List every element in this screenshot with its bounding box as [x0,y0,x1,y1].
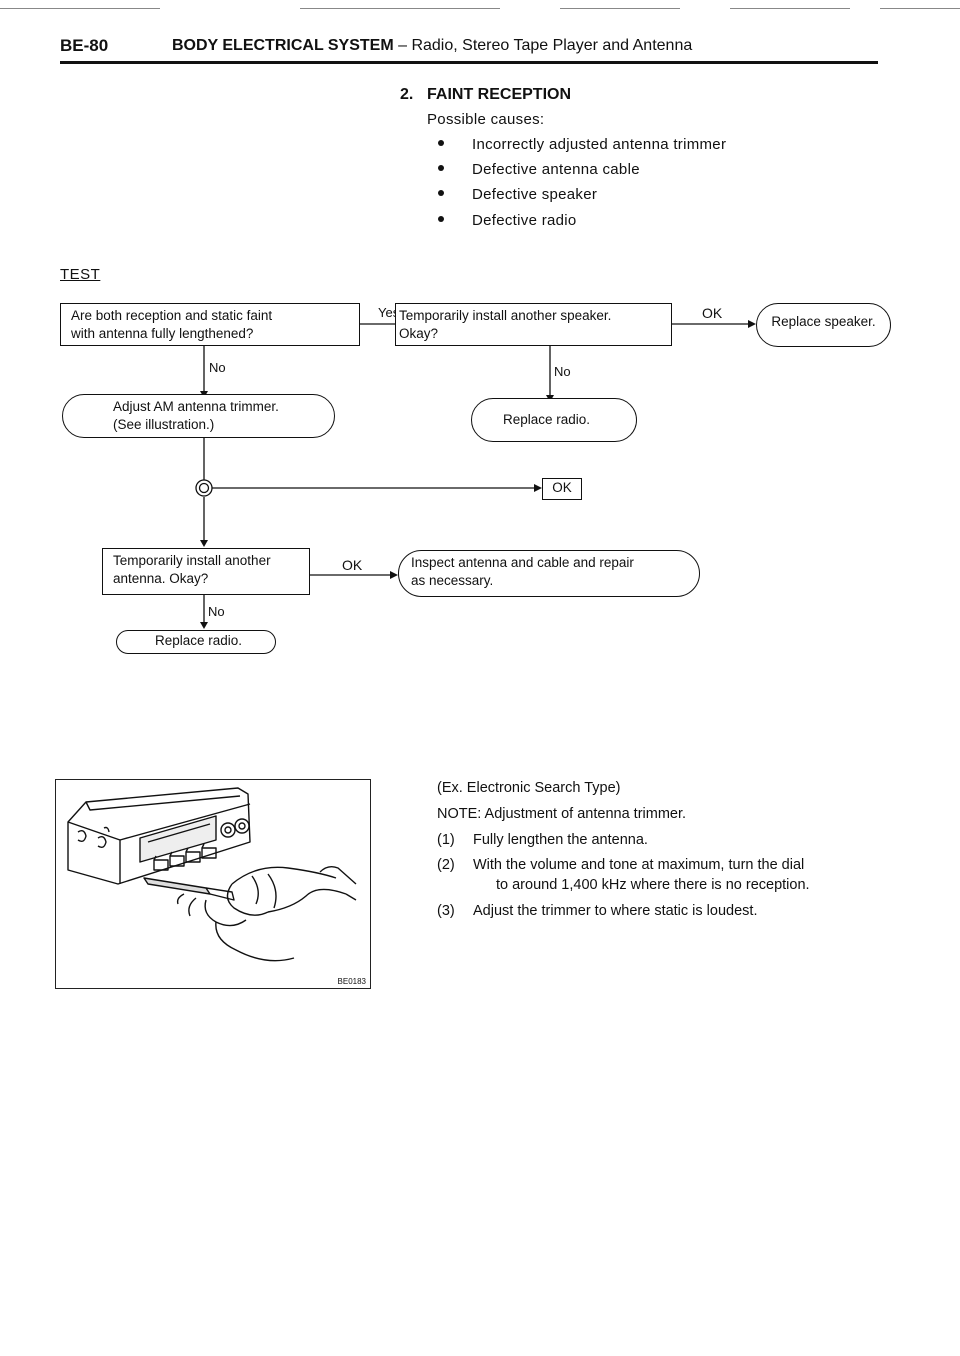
question-reception-static: Are both reception and static faint with… [60,303,360,346]
note-step-text: With the volume and tone at maximum, tur… [473,857,805,873]
header-rule [60,61,878,64]
scan-edge-line [300,8,500,9]
inspect-antenna-node: Inspect antenna and cable and repair as … [398,550,700,597]
q1-line1: Are both reception and static faint [71,308,273,323]
scan-edge-line [880,8,960,9]
page-number: BE-80 [60,36,109,55]
cause-text: Defective radio [472,212,577,229]
no-label: No [208,604,225,619]
note-step-number: (3) [437,903,455,919]
replace-radio-node: Replace radio. [471,398,637,442]
bullet-dot-icon [438,216,444,223]
q1-line2: with antenna fully lengthened? [71,326,254,341]
adjust-line1: Adjust AM antenna trimmer. [113,399,279,414]
note-step-text: Fully lengthen the antenna. [473,832,648,848]
test-heading: TEST [60,266,101,283]
header-title-rest: – Radio, Stereo Tape Player and Antenna [393,37,693,54]
inspect-line1: Inspect antenna and cable and repair [411,555,634,570]
scan-edge-line [730,8,850,9]
figure-code: BE0183 [337,977,366,986]
junction-circle-icon [195,479,213,497]
section-number: 2. [400,86,414,103]
radio-trimmer-illustration: BE0183 [55,779,371,989]
note-step-text-cont: to around 1,400 kHz where there is no re… [496,877,810,893]
header-title-bold: BODY ELECTRICAL SYSTEM [172,37,394,54]
flowchart-connectors [195,320,756,629]
bullet-dot-icon [438,140,444,147]
q3-line1: Temporarily install another [113,553,271,568]
note-heading: NOTE: Adjustment of antenna trimmer. [437,806,687,822]
inspect-line2: as necessary. [411,573,494,588]
no-label: No [209,360,226,375]
q3-line2: antenna. Okay? [113,571,209,586]
scan-edge-line [560,8,680,9]
bullet-dot-icon [438,165,444,172]
note-step-number: (2) [437,857,455,873]
cause-item: Defective radio [438,212,577,229]
causes-heading: Possible causes: [427,111,545,128]
bullet-dot-icon [438,190,444,197]
cause-text: Defective antenna cable [472,161,640,178]
replace-speaker-node: Replace speaker. [756,303,891,347]
question-another-antenna: Temporarily install another antenna. Oka… [102,548,310,595]
ok-label: OK [342,557,363,573]
scan-edge-line [0,8,160,9]
cause-item: Defective antenna cable [438,161,640,178]
replace-radio-node-2: Replace radio. [116,630,276,654]
ok-result-box: OK [542,478,582,500]
adjust-trimmer-node: Adjust AM antenna trimmer. (See illustra… [62,394,335,438]
question-another-speaker: Temporarily install another speaker. Oka… [395,303,672,346]
radio-adjustment-drawing [67,787,357,962]
cause-text: Defective speaker [472,186,598,203]
note-step-number: (1) [437,832,455,848]
cause-item: Defective speaker [438,186,597,203]
adjust-line2: (See illustration.) [113,417,215,432]
q2-line1: Temporarily install another speaker. [399,308,612,323]
no-label: No [554,364,571,379]
section-title: FAINT RECEPTION [427,86,572,103]
yes-label: Yes [378,305,400,320]
ok-label: OK [702,305,723,321]
cause-item: Incorrectly adjusted antenna trimmer [438,136,726,153]
note-step-text: Adjust the trimmer to where static is lo… [473,903,758,919]
page-header-title: BODY ELECTRICAL SYSTEM – Radio, Stereo T… [172,37,692,55]
q2-line2: Okay? [399,326,439,341]
cause-text: Incorrectly adjusted antenna trimmer [472,136,727,153]
note-type: (Ex. Electronic Search Type) [437,780,621,796]
